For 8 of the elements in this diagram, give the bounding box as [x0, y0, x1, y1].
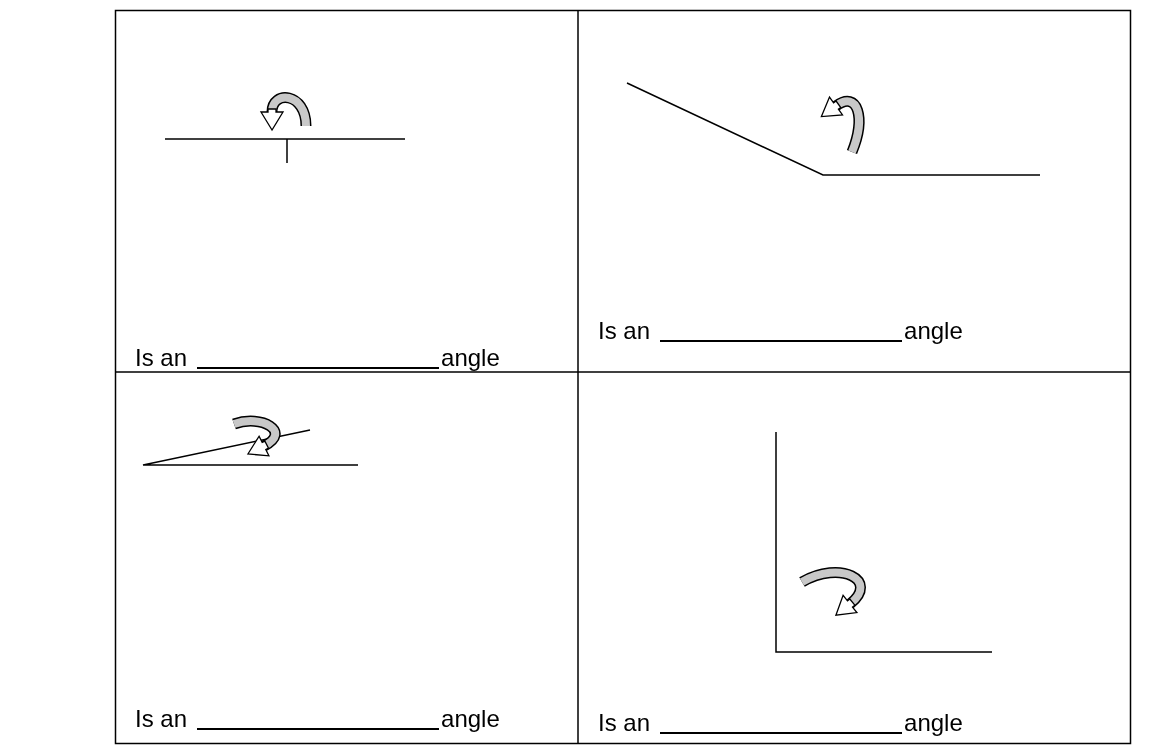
prompt-text: angle: [441, 705, 500, 733]
prompt-text: angle: [441, 344, 500, 372]
prompt-text: Is an: [598, 709, 651, 737]
prompt-text: Is an: [598, 317, 651, 345]
prompt-text: angle: [904, 709, 963, 737]
prompt-text: Is an: [135, 344, 188, 372]
prompt-text: angle: [904, 317, 963, 345]
prompt-text: Is an: [135, 705, 188, 733]
